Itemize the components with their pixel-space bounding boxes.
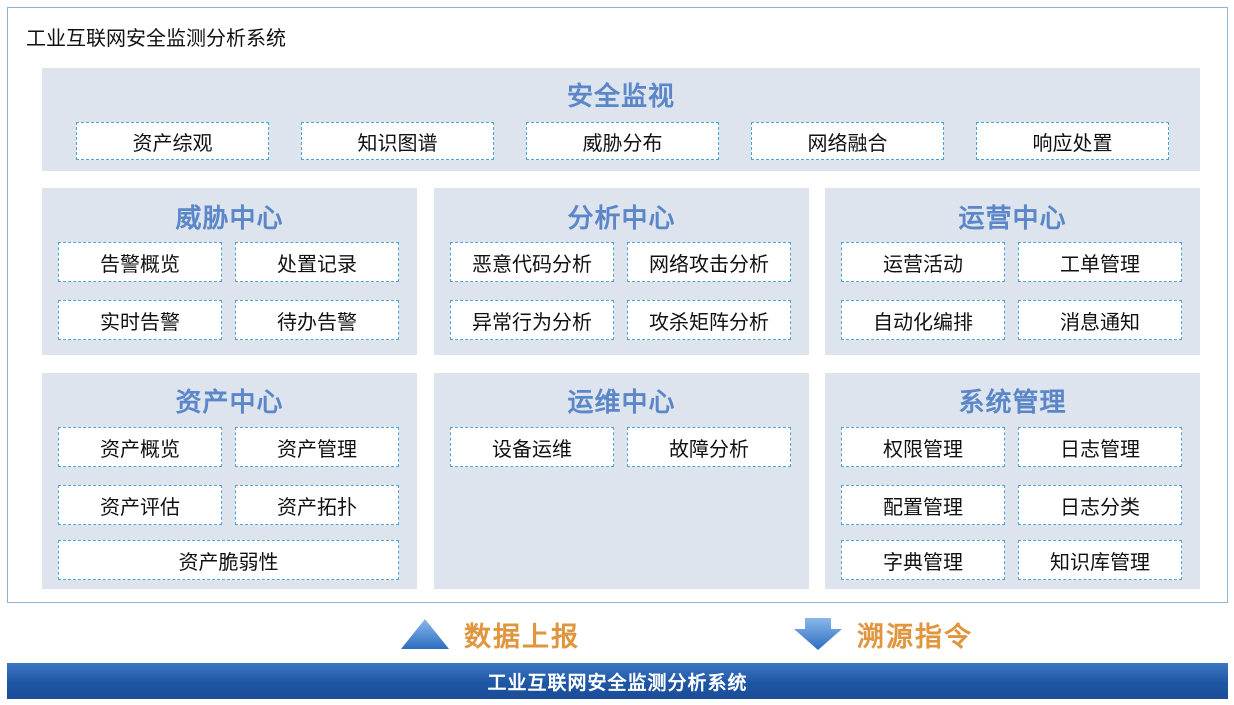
module-disposal-records[interactable]: 处置记录	[235, 242, 399, 282]
module-operation-activities[interactable]: 运营活动	[841, 242, 1005, 282]
module-automation-orchestration[interactable]: 自动化编排	[841, 300, 1005, 340]
flow-trace-label: 溯源指令	[857, 621, 973, 653]
panel-title-asset-center: 资产中心	[175, 388, 284, 418]
module-asset-vulnerability[interactable]: 资产脆弱性	[58, 540, 399, 580]
module-threat-distribution[interactable]: 威胁分布	[526, 122, 719, 160]
module-log-management[interactable]: 日志管理	[1018, 427, 1182, 467]
module-alert-overview[interactable]: 告警概览	[58, 242, 222, 282]
panel-title-security-monitor: 安全监视	[566, 82, 675, 112]
flow-upload: 数据上报	[400, 609, 580, 659]
module-ticket-management[interactable]: 工单管理	[1018, 242, 1182, 282]
module-message-notification[interactable]: 消息通知	[1018, 300, 1182, 340]
panel-maintenance-center: 运维中心 设备运维 故障分析	[434, 373, 809, 589]
panel-analysis-center: 分析中心 恶意代码分析 网络攻击分析 异常行为分析 攻杀矩阵分析	[434, 188, 809, 355]
module-dictionary-management[interactable]: 字典管理	[841, 540, 1005, 580]
panel-title-operation-center: 运营中心	[958, 204, 1067, 234]
panel-title-threat-center: 威胁中心	[175, 204, 284, 234]
arrow-up-icon	[401, 619, 449, 649]
flow-upload-label: 数据上报	[464, 621, 580, 653]
module-knowledge-graph[interactable]: 知识图谱	[301, 122, 494, 160]
module-anomaly-behavior-analysis[interactable]: 异常行为分析	[450, 300, 614, 340]
module-log-classification[interactable]: 日志分类	[1018, 485, 1182, 525]
module-realtime-alerts[interactable]: 实时告警	[58, 300, 222, 340]
panel-security-monitor: 安全监视 资产综观 知识图谱 威胁分布 网络融合 响应处置	[42, 68, 1200, 171]
panel-title-maintenance-center: 运维中心	[567, 388, 676, 418]
module-knowledge-base-management[interactable]: 知识库管理	[1018, 540, 1182, 580]
module-kill-matrix-analysis[interactable]: 攻杀矩阵分析	[627, 300, 791, 340]
panel-operation-center: 运营中心 运营活动 工单管理 自动化编排 消息通知	[825, 188, 1200, 355]
module-asset-assessment[interactable]: 资产评估	[58, 485, 222, 525]
arrow-down-icon	[794, 618, 842, 650]
panel-asset-center: 资产中心 资产概览 资产管理 资产评估 资产拓扑 资产脆弱性	[42, 373, 417, 589]
page-title: 工业互联网安全监测分析系统	[26, 26, 286, 50]
panel-title-analysis-center: 分析中心	[567, 204, 676, 234]
flow-trace: 溯源指令	[793, 609, 973, 659]
module-asset-management[interactable]: 资产管理	[235, 427, 399, 467]
bottom-system-bar: 工业互联网安全监测分析系统	[7, 663, 1228, 699]
module-network-fusion[interactable]: 网络融合	[751, 122, 944, 160]
module-malware-analysis[interactable]: 恶意代码分析	[450, 242, 614, 282]
module-pending-alerts[interactable]: 待办告警	[235, 300, 399, 340]
module-fault-analysis[interactable]: 故障分析	[627, 427, 791, 467]
module-asset-topology[interactable]: 资产拓扑	[235, 485, 399, 525]
module-config-management[interactable]: 配置管理	[841, 485, 1005, 525]
module-network-attack-analysis[interactable]: 网络攻击分析	[627, 242, 791, 282]
module-response[interactable]: 响应处置	[976, 122, 1169, 160]
bottom-bar-label: 工业互联网安全监测分析系统	[487, 671, 748, 694]
module-asset-overview[interactable]: 资产综观	[76, 122, 269, 160]
panel-threat-center: 威胁中心 告警概览 处置记录 实时告警 待办告警	[42, 188, 417, 355]
module-permission-management[interactable]: 权限管理	[841, 427, 1005, 467]
panel-title-system-management: 系统管理	[958, 388, 1067, 418]
module-device-maintenance[interactable]: 设备运维	[450, 427, 614, 467]
panel-system-management: 系统管理 权限管理 日志管理 配置管理 日志分类 字典管理 知识库管理	[825, 373, 1200, 589]
module-asset-summary[interactable]: 资产概览	[58, 427, 222, 467]
